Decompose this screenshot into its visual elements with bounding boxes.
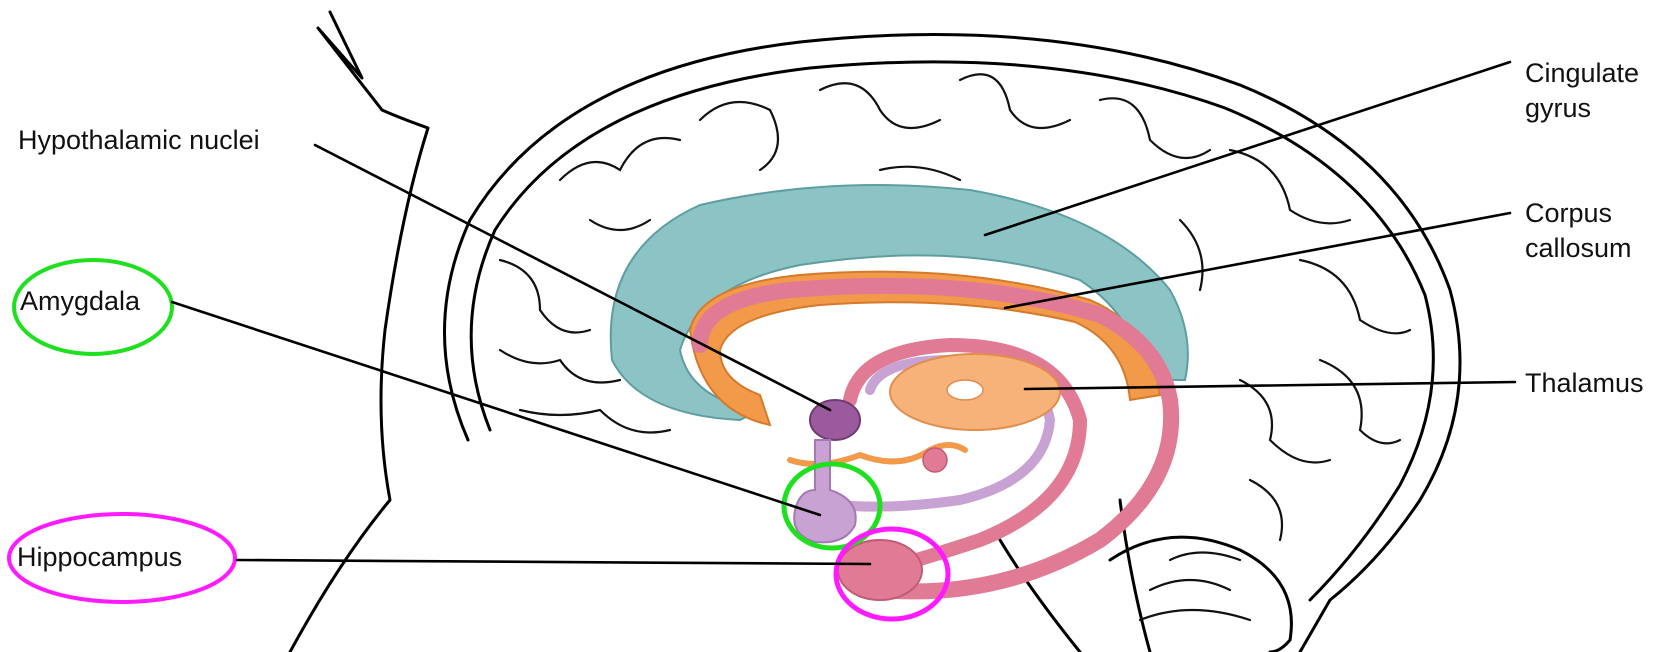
label-corpus-callosum-line2: callosum bbox=[1525, 233, 1632, 263]
label-amygdala: Amygdala bbox=[20, 286, 141, 316]
mammillary-body bbox=[923, 448, 947, 472]
label-corpus-callosum-line1: Corpus bbox=[1525, 198, 1612, 228]
label-cingulate-gyrus-line2: gyrus bbox=[1525, 93, 1591, 123]
thalamus-leader bbox=[1025, 382, 1515, 389]
thalamus-core bbox=[947, 380, 983, 400]
hippocampus-leader bbox=[237, 560, 870, 564]
head-profile-outline bbox=[290, 12, 428, 652]
label-hippocampus: Hippocampus bbox=[17, 542, 182, 572]
hypothalamic-nuclei-shape bbox=[810, 400, 860, 440]
amygdala-shape bbox=[794, 440, 856, 542]
label-hypothalamic-nuclei: Hypothalamic nuclei bbox=[18, 125, 260, 155]
label-thalamus: Thalamus bbox=[1525, 368, 1644, 398]
cerebellum-folia bbox=[1140, 553, 1250, 621]
label-cingulate-gyrus-line1: Cingulate bbox=[1525, 58, 1639, 88]
hippocampus-shape bbox=[838, 540, 922, 600]
